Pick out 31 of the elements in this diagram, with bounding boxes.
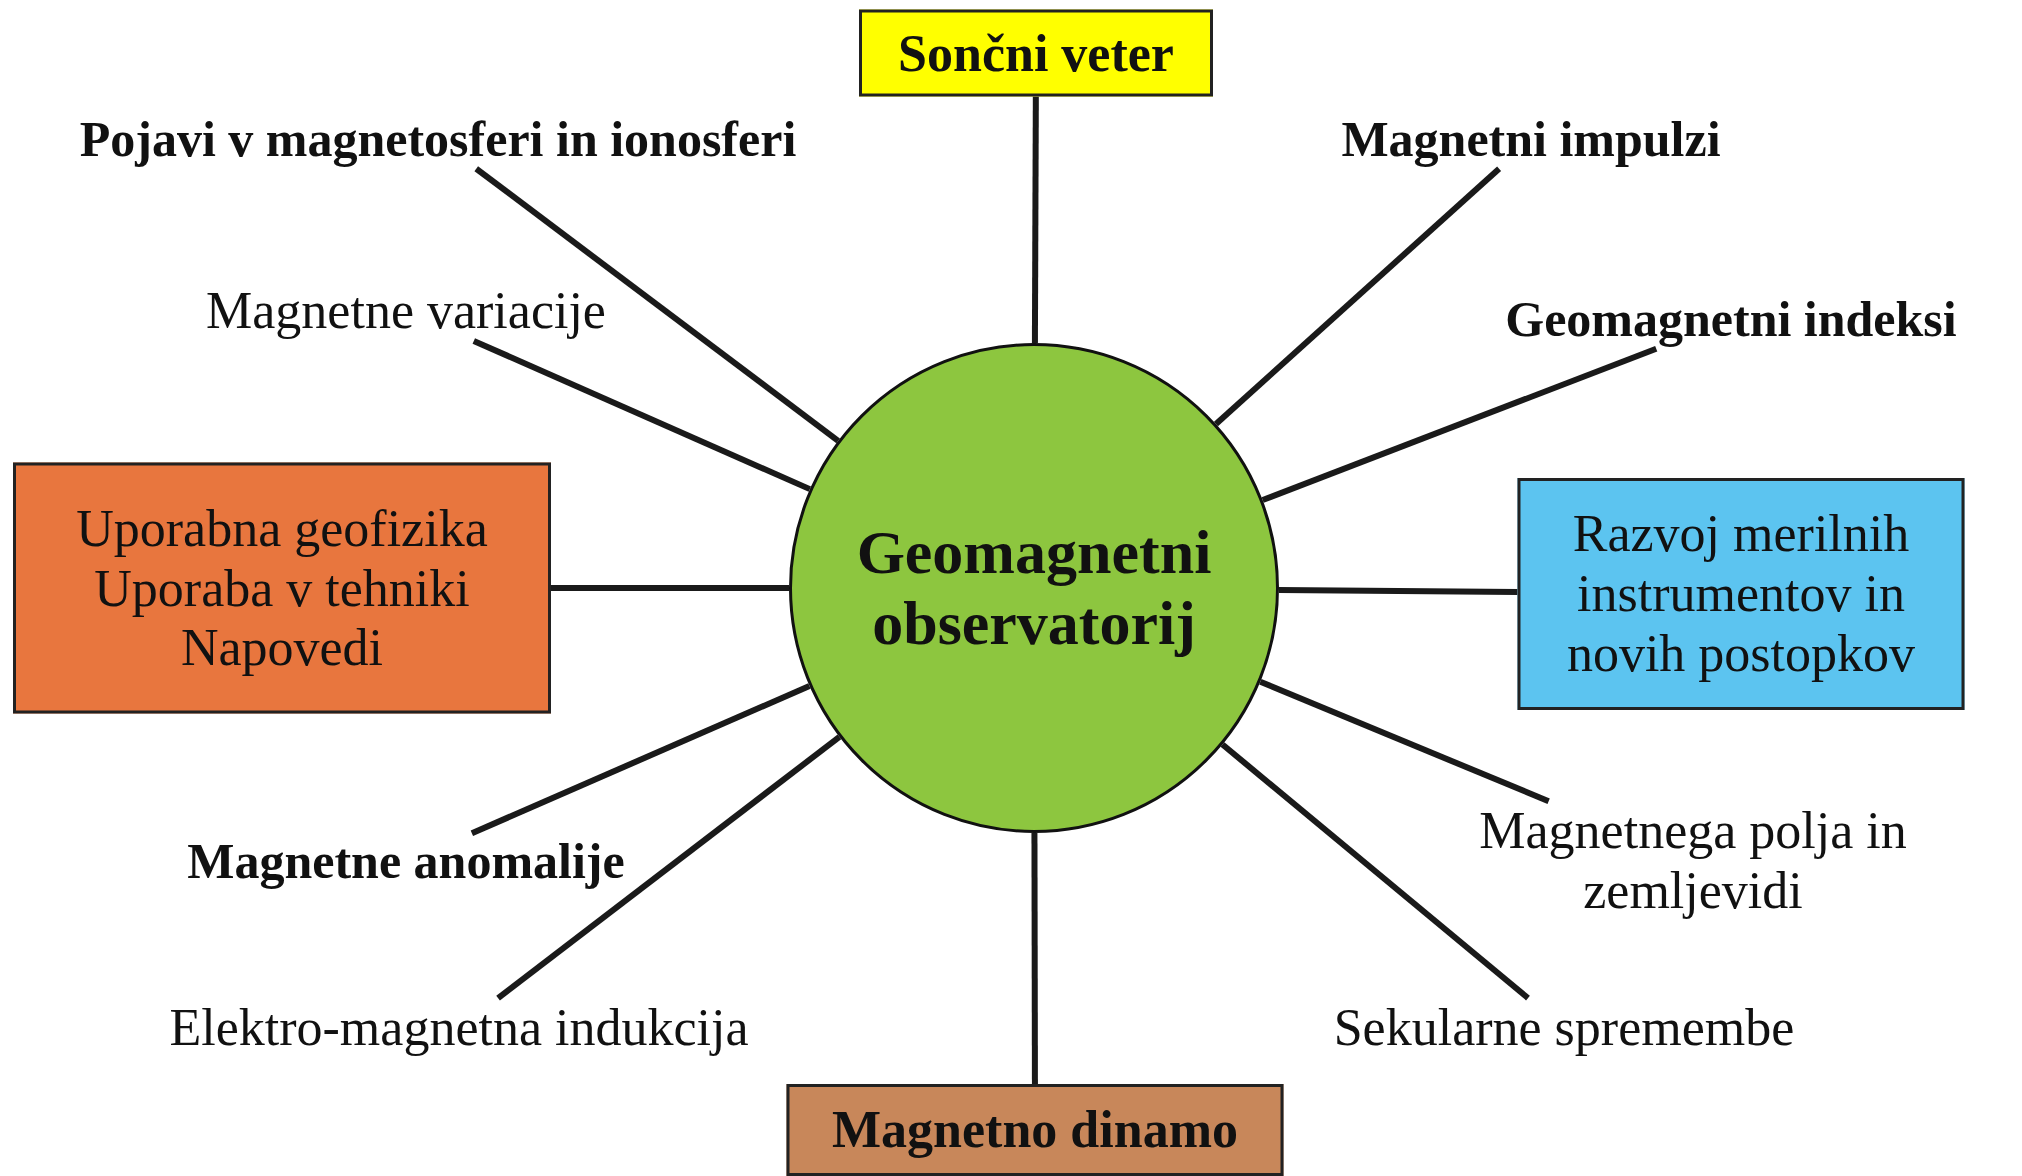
connector-line — [1220, 742, 1530, 1001]
topic-box — [13, 462, 551, 714]
topic-label: Pojavi v magnetosferi in ionosferi — [79, 111, 797, 169]
connector-line — [474, 166, 840, 444]
connector-line — [1031, 96, 1039, 343]
topic-label: Geomagnetni indeksi — [1505, 291, 1957, 349]
topic-label: Magnetnega polja in zemljevidi — [1458, 801, 1928, 921]
topic-label: Elektro-magnetna indukcija — [169, 998, 749, 1058]
connector-line — [1259, 679, 1550, 804]
connector-line — [472, 338, 812, 492]
connector-line — [1213, 166, 1502, 427]
box-text: Napovedi — [180, 617, 384, 678]
connector-line — [1261, 345, 1658, 503]
connector-line — [470, 683, 811, 836]
connector-line — [1278, 587, 1518, 596]
box-text: Razvoj merilnih instrumentov in novih postopkov — [1565, 504, 1917, 684]
connector-line — [551, 585, 789, 591]
box-text: Uporaba v tehniki — [94, 558, 470, 618]
topic-box — [859, 9, 1213, 97]
center-title: Geomagnetni observatorij — [855, 516, 1213, 659]
box-text: Sončni veter — [898, 23, 1174, 83]
connector-line — [496, 734, 842, 1001]
connector-line — [1031, 833, 1038, 1084]
box-text: Magnetno dinamo — [832, 1100, 1238, 1160]
topic-box — [1517, 478, 1965, 710]
topic-label: Magnetne variacije — [206, 281, 606, 341]
topic-label: Sekularne spremembe — [1333, 998, 1795, 1058]
topic-label: Magnetni impulzi — [1341, 111, 1721, 169]
topic-label: Magnetne anomalije — [187, 833, 625, 891]
box-text: Uporabna geofizika — [76, 498, 488, 559]
topic-box — [786, 1084, 1284, 1176]
